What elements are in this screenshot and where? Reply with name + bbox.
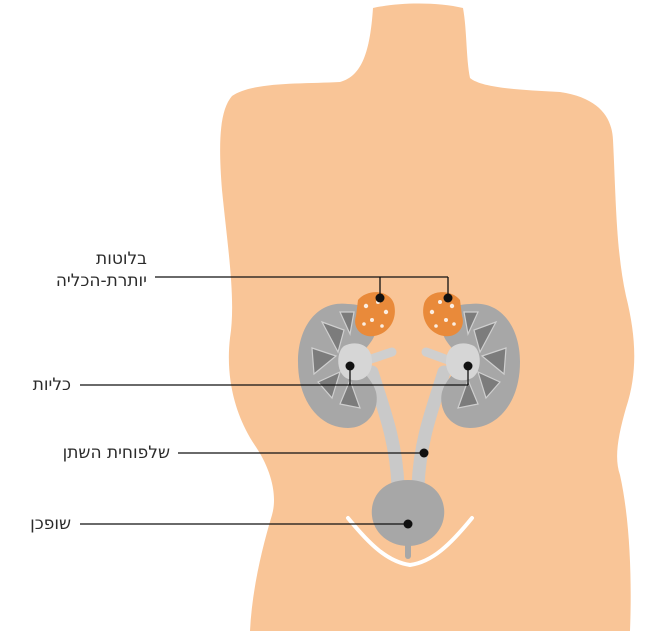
ureter-dot: [420, 449, 429, 458]
kidneys-label: כליות: [33, 374, 71, 396]
adrenal-left-dot: [376, 294, 385, 303]
kidney-left-dot: [346, 362, 355, 371]
adrenal-label-line-1: בלוטות: [56, 248, 147, 270]
bladder-dot: [404, 520, 413, 529]
ureters-label: שלפוחית השתן: [63, 442, 170, 464]
bladder: [372, 480, 444, 546]
adrenal-right-dot: [444, 294, 453, 303]
adrenal-label-line-2: יותרת-הכליה: [56, 270, 147, 292]
kidney-right-dot: [464, 362, 473, 371]
bladder-label: שופכן: [30, 513, 71, 535]
adrenal-glands-label: בלוטות יותרת-הכליה: [56, 248, 147, 292]
